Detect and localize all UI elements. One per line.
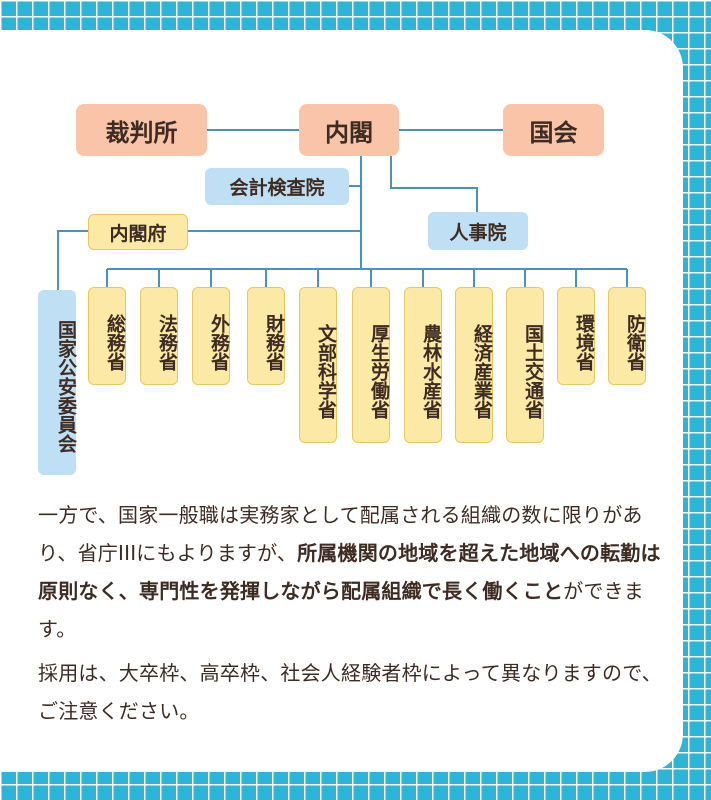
paragraph-recruitment: 採用は、大卒枠、高卒枠、社会人経験者枠によって異なりますので、ご注意ください。 <box>38 661 662 723</box>
ministry-0: 総務省 <box>88 287 126 385</box>
node-court: 裁判所 <box>76 104 207 156</box>
node-diet: 国会 <box>503 104 604 156</box>
node-cabinet-office: 内閣府 <box>88 214 188 250</box>
paragraph-transfer: 一方で、国家一般職は実務家として配属される組織の数に限りがあり、省庁IIIにもよ… <box>38 496 663 648</box>
ministry-6: 農林水産省 <box>404 287 442 443</box>
ministry-9: 環境省 <box>557 287 595 385</box>
ministry-8: 国土交通省 <box>506 287 544 443</box>
ministry-4: 文部科学省 <box>299 287 337 443</box>
ministry-1: 法務省 <box>140 287 178 385</box>
ministry-10: 防衛省 <box>608 287 646 385</box>
node-cabinet: 内閣 <box>299 104 399 156</box>
node-personnel-authority: 人事院 <box>428 212 528 250</box>
ministry-7: 経済産業省 <box>455 287 493 443</box>
paragraph-transfer-bold: 所属機関の地域を超えた地域への転勤は原則なく、専門性を発揮しながら配属組織で長く… <box>38 541 661 603</box>
paragraph-transfer-b: ができます。 <box>38 579 645 641</box>
ministry-2: 外務省 <box>192 287 230 385</box>
ministry-3: 財務省 <box>247 287 285 385</box>
paragraph-transfer-a: 一方で、国家一般職は実務家として配属される組織の数に限りがあり、省庁IIIにもよ… <box>38 503 643 565</box>
ministry-5: 厚生労働省 <box>352 287 390 443</box>
node-public-safety: 国家公安委員会 <box>38 290 77 475</box>
node-audit-board: 会計検査院 <box>205 168 349 205</box>
